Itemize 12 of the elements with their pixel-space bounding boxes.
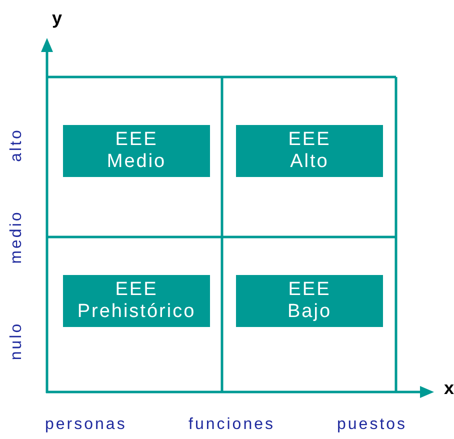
quadrant-box: EEE Medio bbox=[63, 125, 210, 177]
axis-tick-label: alto bbox=[8, 128, 26, 162]
axis-tick-label: nulo bbox=[8, 322, 26, 360]
quadrant-box: EEE Prehistórico bbox=[63, 275, 210, 327]
axis-tick-label: puestos bbox=[337, 416, 408, 434]
axis-label: x bbox=[444, 378, 454, 398]
quadrant-box: EEE Bajo bbox=[236, 275, 383, 327]
axis-tick-label: medio bbox=[8, 210, 26, 264]
axis-label: y bbox=[52, 8, 62, 28]
axis-tick-label: personas bbox=[45, 416, 127, 434]
axis-tick-label: funciones bbox=[188, 416, 275, 434]
quadrant-box: EEE Alto bbox=[236, 125, 383, 177]
